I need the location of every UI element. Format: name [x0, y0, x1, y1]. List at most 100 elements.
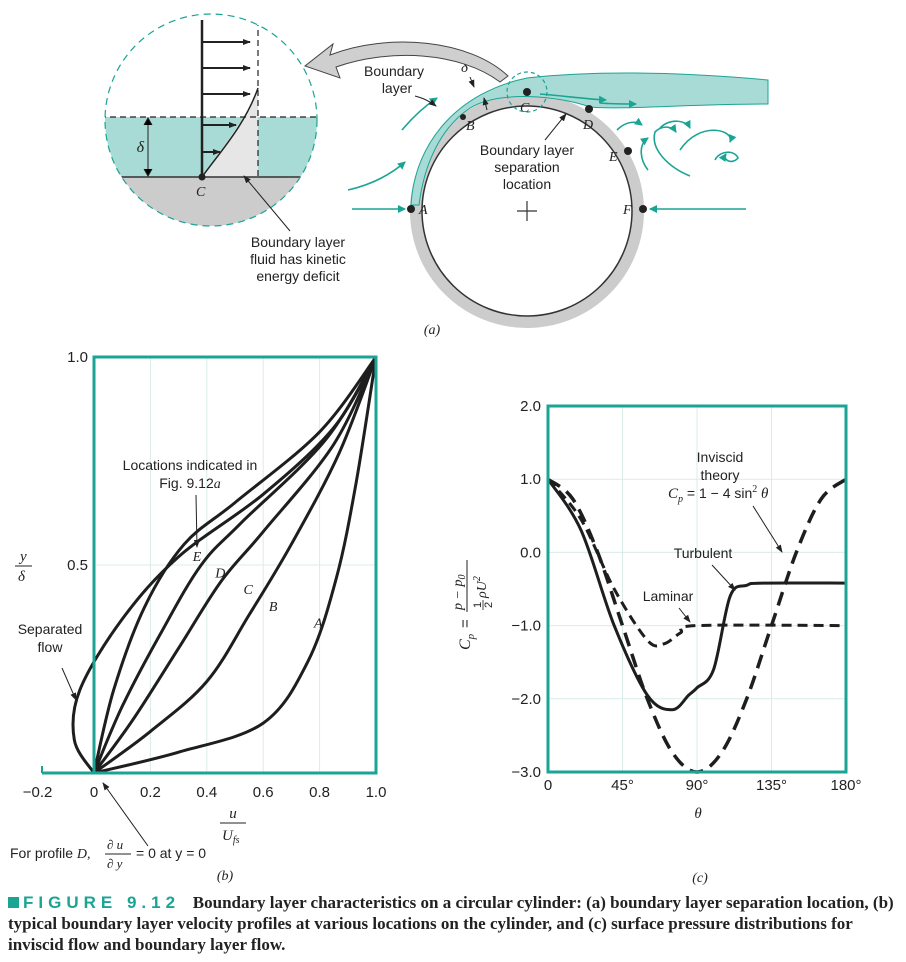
- b-profile-label-b: B: [269, 600, 278, 615]
- svg-text:p − p0: p − p0: [451, 575, 468, 611]
- b-profile-label-a: A: [313, 616, 323, 631]
- profile-d-pointer: [102, 782, 149, 847]
- c-ytick-label: −3.0: [511, 764, 541, 781]
- svg-text:1: 1: [472, 602, 484, 608]
- inset-c-label: C: [196, 185, 206, 200]
- b-profile-e: [92, 356, 378, 774]
- boundary-layer-label-1: Boundary: [364, 63, 424, 79]
- b-xtick-label: 0.2: [140, 784, 161, 801]
- cylinder-wall: [410, 94, 644, 328]
- b-profile-a: [93, 356, 378, 775]
- inviscid-formula: Cp = 1 − 4 sin2 θ: [668, 484, 769, 505]
- separation-pointer: [544, 113, 567, 141]
- point-b-label: B: [466, 119, 475, 134]
- locations-label-2: Fig. 9.12a: [159, 475, 220, 492]
- b-xtick-label: 1.0: [366, 784, 387, 801]
- point-d-dot: [585, 105, 593, 113]
- magnify-arrow: [303, 41, 509, 83]
- c-ylabel: Cp = p − p0 1 2 ρU2: [451, 560, 495, 650]
- b-profile-label-e: E: [192, 550, 202, 565]
- c-ytick-label: −2.0: [511, 691, 541, 708]
- separated-label-2: flow: [38, 639, 64, 655]
- boundary-layer-band: [410, 72, 769, 206]
- c-xtick-label: 135°: [756, 777, 787, 794]
- b-ylabel-num: y: [18, 549, 27, 565]
- profile-note-suffix: = 0 at y = 0: [136, 845, 206, 861]
- b-profile-label-d: D: [214, 566, 225, 581]
- point-a-label: A: [418, 203, 428, 218]
- c-series-turbulent: [546, 478, 847, 712]
- delta-label: δ: [461, 60, 469, 76]
- separated-pointer: [61, 667, 77, 701]
- separation-label-2: separation: [494, 159, 559, 175]
- deficit-label-3: energy deficit: [256, 268, 339, 284]
- figure: A B C D E F Boundary layer: [10, 13, 862, 886]
- svg-text:ρU2: ρU2: [472, 576, 490, 599]
- panel-b-label: (b): [217, 869, 234, 884]
- separation-label-3: location: [503, 176, 551, 192]
- point-d-label: D: [582, 118, 593, 133]
- separation-label-1: Boundary layer: [480, 142, 575, 158]
- b-profile-c: [92, 356, 378, 774]
- point-f-label: F: [622, 203, 632, 218]
- b-ytick-label: 0.5: [67, 557, 88, 574]
- turbulent-label: Turbulent: [674, 545, 733, 561]
- point-b-dot: [460, 114, 466, 120]
- b-xtick-label: 0.4: [196, 784, 217, 801]
- deficit-label-2: fluid has kinetic: [250, 251, 346, 267]
- locations-pointer: [193, 494, 200, 548]
- svg-text:Cp: Cp: [457, 633, 477, 650]
- deficit-label-1: Boundary layer: [251, 234, 346, 250]
- delta-pointer-bottom: [482, 97, 489, 111]
- b-ytick-label: 1.0: [67, 349, 88, 366]
- profile-note: For profile D,: [10, 845, 91, 862]
- inset-detail: δ C: [104, 13, 318, 227]
- profile-note-num: ∂ u: [107, 837, 124, 852]
- caption-text: Boundary layer characteristics on a circ…: [8, 893, 894, 954]
- b-xtick-label: 0: [90, 784, 98, 801]
- caption-square-icon: [8, 897, 19, 908]
- profile-note-den: ∂ y: [107, 856, 123, 871]
- b-profile-label-c: C: [243, 583, 253, 598]
- panel-a: A B C D E F Boundary layer: [104, 13, 769, 338]
- svg-text:2: 2: [483, 602, 495, 608]
- b-xtick-label: 0.8: [309, 784, 330, 801]
- c-ytick-label: 0.0: [520, 544, 541, 561]
- panel-c-frame: [546, 404, 848, 774]
- panel-b-frame: [92, 355, 378, 775]
- point-e-dot: [624, 147, 632, 155]
- b-xtick-label: −0.2: [23, 784, 53, 801]
- boundary-layer-label-2: layer: [382, 80, 413, 96]
- b-profile-separated-flow: [71, 356, 378, 774]
- zoom-region-circle: [506, 71, 548, 113]
- laminar-label: Laminar: [643, 588, 694, 604]
- separated-label-1: Separated: [18, 621, 83, 637]
- c-ytick-label: 2.0: [520, 398, 541, 415]
- c-xtick-label: 180°: [830, 777, 861, 794]
- caption-head: FIGURE 9.12: [23, 893, 181, 912]
- b-profile-b: [93, 356, 378, 775]
- c-xlabel: θ: [694, 806, 702, 822]
- c-ytick-label: −1.0: [511, 618, 541, 635]
- locations-label-1: Locations indicated in: [123, 457, 258, 473]
- b-xlabel-num: u: [229, 806, 237, 822]
- c-xtick-label: 0: [544, 777, 552, 794]
- turbulent-pointer: [711, 564, 736, 591]
- c-series-laminar: [546, 478, 847, 648]
- b-xtick-label: 0.6: [253, 784, 274, 801]
- panel-a-label: (a): [424, 323, 441, 338]
- figure-caption: FIGURE 9.12 Boundary layer characteristi…: [8, 892, 898, 955]
- boundary-layer-pointer: [414, 95, 437, 107]
- b-profile-d: [92, 356, 378, 774]
- c-xtick-label: 45°: [611, 777, 634, 794]
- inviscid-pointer: [752, 505, 783, 553]
- point-a-dot: [407, 205, 415, 213]
- c-xtick-label: 90°: [686, 777, 709, 794]
- b-ylabel-den: δ: [18, 569, 26, 585]
- point-f-dot: [639, 205, 647, 213]
- point-e-label: E: [608, 150, 618, 165]
- panel-c-label: (c): [692, 871, 708, 886]
- point-c-dot: [523, 88, 531, 96]
